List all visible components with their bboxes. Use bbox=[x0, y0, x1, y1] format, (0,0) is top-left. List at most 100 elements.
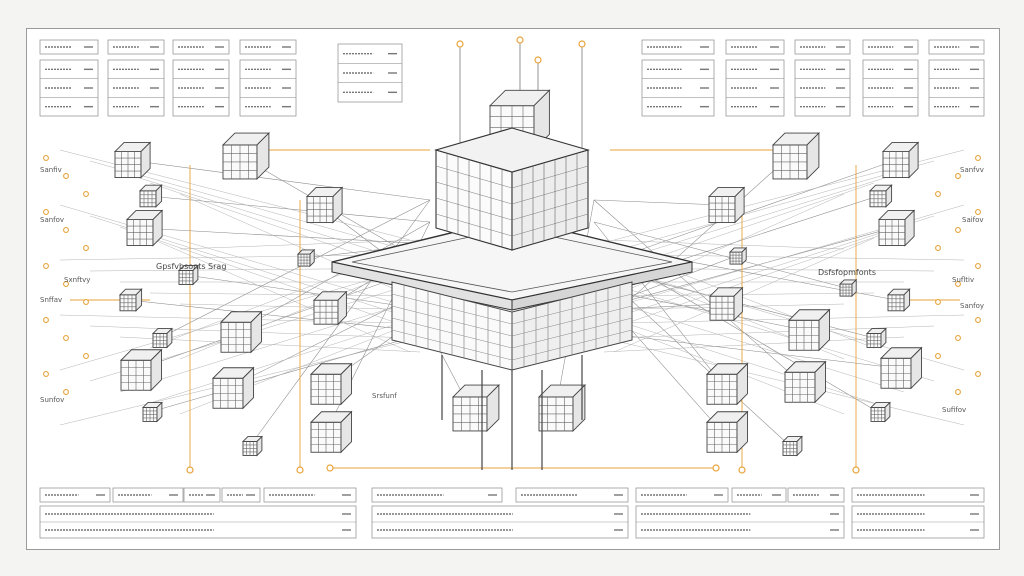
top-marker-2 bbox=[578, 40, 586, 48]
left-marker-0 bbox=[43, 155, 49, 161]
top-left-table-body-0 bbox=[39, 59, 99, 117]
module-4 bbox=[305, 186, 344, 224]
right-marker-7 bbox=[955, 281, 961, 287]
left-marker-9 bbox=[43, 317, 49, 323]
right-marker-4 bbox=[955, 227, 961, 233]
left-marker-1 bbox=[63, 173, 69, 179]
component-modules bbox=[113, 89, 923, 457]
module-16 bbox=[296, 248, 316, 268]
top-marker-3 bbox=[534, 56, 542, 64]
left-marker-11 bbox=[83, 353, 89, 359]
central-assembly bbox=[331, 127, 693, 470]
bottom-left-table-header-4 bbox=[263, 487, 357, 503]
top-right-table-body-3 bbox=[862, 59, 919, 117]
top-left-table-body-1 bbox=[107, 59, 165, 117]
module-33 bbox=[728, 246, 748, 266]
module-3 bbox=[221, 131, 270, 181]
top-right-table-header-4 bbox=[928, 39, 985, 55]
bottom-left-table-header-2 bbox=[183, 487, 221, 503]
left-marker-6 bbox=[43, 263, 49, 269]
module-12 bbox=[309, 362, 353, 406]
right-marker-1 bbox=[955, 173, 961, 179]
top-left-table-body-3 bbox=[239, 59, 297, 117]
bottom-left-table-body bbox=[39, 505, 357, 539]
module-8 bbox=[219, 310, 263, 354]
bottom-left-table-header-3 bbox=[221, 487, 261, 503]
right-marker-11 bbox=[935, 353, 941, 359]
callout-markers bbox=[43, 36, 981, 474]
top-left-table-body-2 bbox=[172, 59, 230, 117]
left-marker-8 bbox=[83, 299, 89, 305]
right-marker-6 bbox=[975, 263, 981, 269]
top-left-table-header-1 bbox=[107, 39, 165, 55]
module-15 bbox=[309, 410, 353, 454]
bottom-right-table-header-2 bbox=[787, 487, 845, 503]
bottom-right-table-header-1 bbox=[731, 487, 787, 503]
module-10 bbox=[119, 348, 163, 392]
module-0 bbox=[113, 141, 152, 179]
module-6 bbox=[118, 288, 143, 312]
left-marker-2 bbox=[83, 191, 89, 197]
top-right-table-header-0 bbox=[641, 39, 715, 55]
bottom-center-table-header-0 bbox=[371, 487, 503, 503]
callout-left-3: Sxnftvy bbox=[64, 276, 91, 284]
bottom-marker-5 bbox=[738, 466, 746, 474]
left-marker-3 bbox=[43, 209, 49, 215]
tower-top bbox=[434, 127, 590, 173]
right-marker-10 bbox=[955, 335, 961, 341]
top-right-table-body-0 bbox=[641, 59, 715, 117]
module-9 bbox=[312, 290, 348, 326]
module-28 bbox=[783, 360, 827, 404]
module-31 bbox=[781, 435, 803, 457]
left-marker-5 bbox=[83, 245, 89, 251]
bottom-marker-2 bbox=[186, 466, 194, 474]
base-plate-edge-right bbox=[511, 261, 693, 311]
callout-right-center: Dsfsfopmfonts bbox=[818, 268, 876, 277]
bottom-left-table-header-0 bbox=[39, 487, 111, 503]
module-29 bbox=[705, 362, 749, 406]
top-right-table-header-1 bbox=[725, 39, 785, 55]
left-marker-4 bbox=[63, 227, 69, 233]
module-34 bbox=[451, 383, 500, 433]
top-marker-1 bbox=[516, 36, 524, 44]
callout-right-1: Sanfvv bbox=[960, 166, 984, 174]
module-20 bbox=[771, 131, 820, 181]
right-marker-12 bbox=[975, 371, 981, 377]
module-30 bbox=[869, 401, 891, 423]
bottom-marker-1 bbox=[712, 464, 720, 472]
bottom-center-table-body bbox=[371, 505, 629, 539]
top-right-table-body-1 bbox=[725, 59, 785, 117]
right-marker-9 bbox=[975, 317, 981, 323]
base-plate-inner bbox=[351, 227, 673, 293]
bottom-far-right-table-body bbox=[851, 505, 985, 539]
module-35 bbox=[537, 383, 586, 433]
left-marker-7 bbox=[63, 281, 69, 287]
right-marker-3 bbox=[975, 209, 981, 215]
callout-left-center: Gpsfvbsonts Srag bbox=[156, 262, 227, 271]
bottom-marker-0 bbox=[326, 464, 334, 472]
module-1 bbox=[138, 184, 163, 208]
module-26 bbox=[708, 286, 744, 322]
bottom-marker-3 bbox=[852, 466, 860, 474]
top-marker-0 bbox=[456, 40, 464, 48]
bottom-far-right-table-header bbox=[851, 487, 985, 503]
module-22 bbox=[838, 278, 858, 298]
module-11 bbox=[211, 366, 255, 410]
left-marker-12 bbox=[43, 371, 49, 377]
bottom-marker-4 bbox=[296, 466, 304, 474]
module-27 bbox=[879, 346, 923, 390]
left-marker-13 bbox=[63, 389, 69, 395]
module-19 bbox=[877, 209, 916, 247]
top-left-table-header-3 bbox=[239, 39, 297, 55]
left-marker-10 bbox=[63, 335, 69, 341]
spec-tables bbox=[39, 39, 985, 539]
module-13 bbox=[141, 401, 163, 423]
callout-right-2: Saifov bbox=[962, 216, 984, 224]
module-24 bbox=[865, 327, 887, 349]
callout-right-4: Sanfoy bbox=[960, 302, 985, 310]
right-marker-2 bbox=[935, 191, 941, 197]
top-right-table-body-2 bbox=[794, 59, 851, 117]
callout-right-3: Sufltiv bbox=[952, 276, 975, 284]
callout-left-1: Sanfiv bbox=[40, 166, 62, 174]
